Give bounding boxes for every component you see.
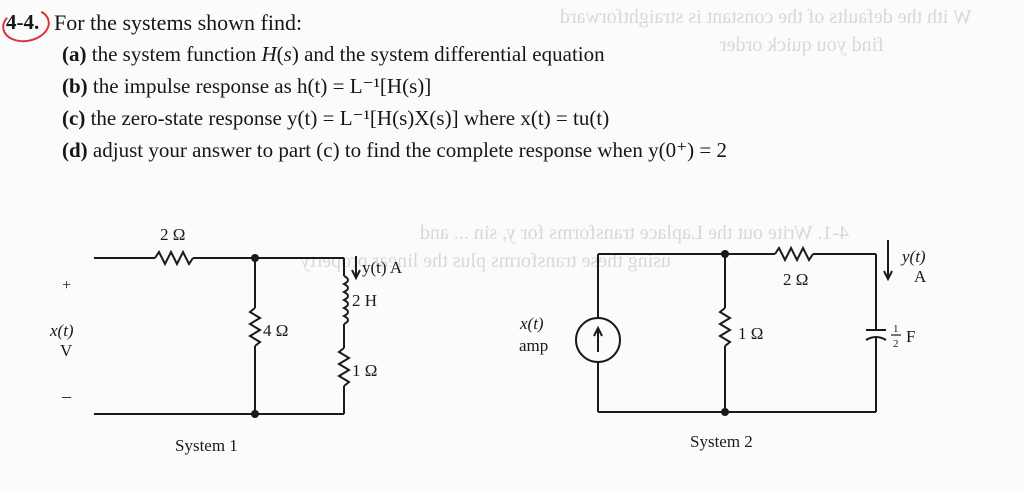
s2-source-unit: amp <box>519 336 548 355</box>
part-label: (d) <box>62 138 88 162</box>
resistor-1ohm-icon <box>718 307 732 347</box>
s1-inductor-label: 2 H <box>352 291 377 310</box>
s2-output-unit: A <box>914 267 927 286</box>
current-arrow-icon <box>883 270 893 282</box>
inductor-icon <box>341 275 349 325</box>
junction-dot <box>721 250 729 258</box>
junction-dot <box>721 408 729 416</box>
resistor-4ohm-icon <box>248 307 262 347</box>
s2-output-label: y(t) <box>900 247 926 266</box>
current-arrow-icon <box>351 269 361 281</box>
part-d: (d) adjust your answer to part (c) to fi… <box>62 138 727 163</box>
s2-cap-numerator: 1 <box>893 323 899 335</box>
system1-circuit <box>94 249 361 415</box>
resistor-1ohm-icon <box>337 347 351 387</box>
s1-caption: System 1 <box>175 436 238 455</box>
s1-source-unit: V <box>60 341 73 360</box>
s2-r-series-label: 2 Ω <box>783 270 808 289</box>
part-c: (c) the zero-state response y(t) = L⁻¹[H… <box>62 106 609 131</box>
junction-dot <box>251 410 259 418</box>
problem-number: 4-4. <box>6 10 40 34</box>
part-b: (b) the impulse response as h(t) = L⁻¹[H… <box>62 74 431 99</box>
part-a: (a) the system function H(s) and the sys… <box>62 42 605 66</box>
s2-cap-unit: F <box>906 327 915 346</box>
s1-r-series-label: 2 Ω <box>160 225 185 244</box>
part-label: (b) <box>62 74 88 98</box>
s1-plus-label: + <box>62 277 71 294</box>
part-text: the impulse response as h(t) = L⁻¹[H(s)] <box>92 74 432 98</box>
s1-source-label: x(t) <box>49 321 74 340</box>
s1-r-branch-label: 1 Ω <box>352 361 377 380</box>
s1-output-label: y(t) A <box>362 258 403 277</box>
s2-cap-denominator: 2 <box>893 338 899 350</box>
part-label: (c) <box>62 106 86 130</box>
s2-r-shunt-label: 1 Ω <box>738 324 763 343</box>
system2-circuit <box>575 240 893 413</box>
junction-dot <box>251 254 259 262</box>
resistor-2ohm-icon <box>154 249 194 267</box>
part-text: the zero-state response y(t) = L⁻¹[H(s)X… <box>90 106 610 130</box>
part-text: adjust your answer to part (c) to find t… <box>92 138 728 162</box>
s2-source-label: x(t) <box>519 314 544 333</box>
s1-r-shunt-label: 4 Ω <box>263 321 288 340</box>
resistor-2ohm-icon <box>774 245 814 263</box>
s1-minus-label: – <box>61 386 72 406</box>
problem-intro: For the systems shown find: <box>54 10 303 35</box>
s2-caption: System 2 <box>690 432 753 451</box>
part-label: (a) <box>62 42 87 66</box>
